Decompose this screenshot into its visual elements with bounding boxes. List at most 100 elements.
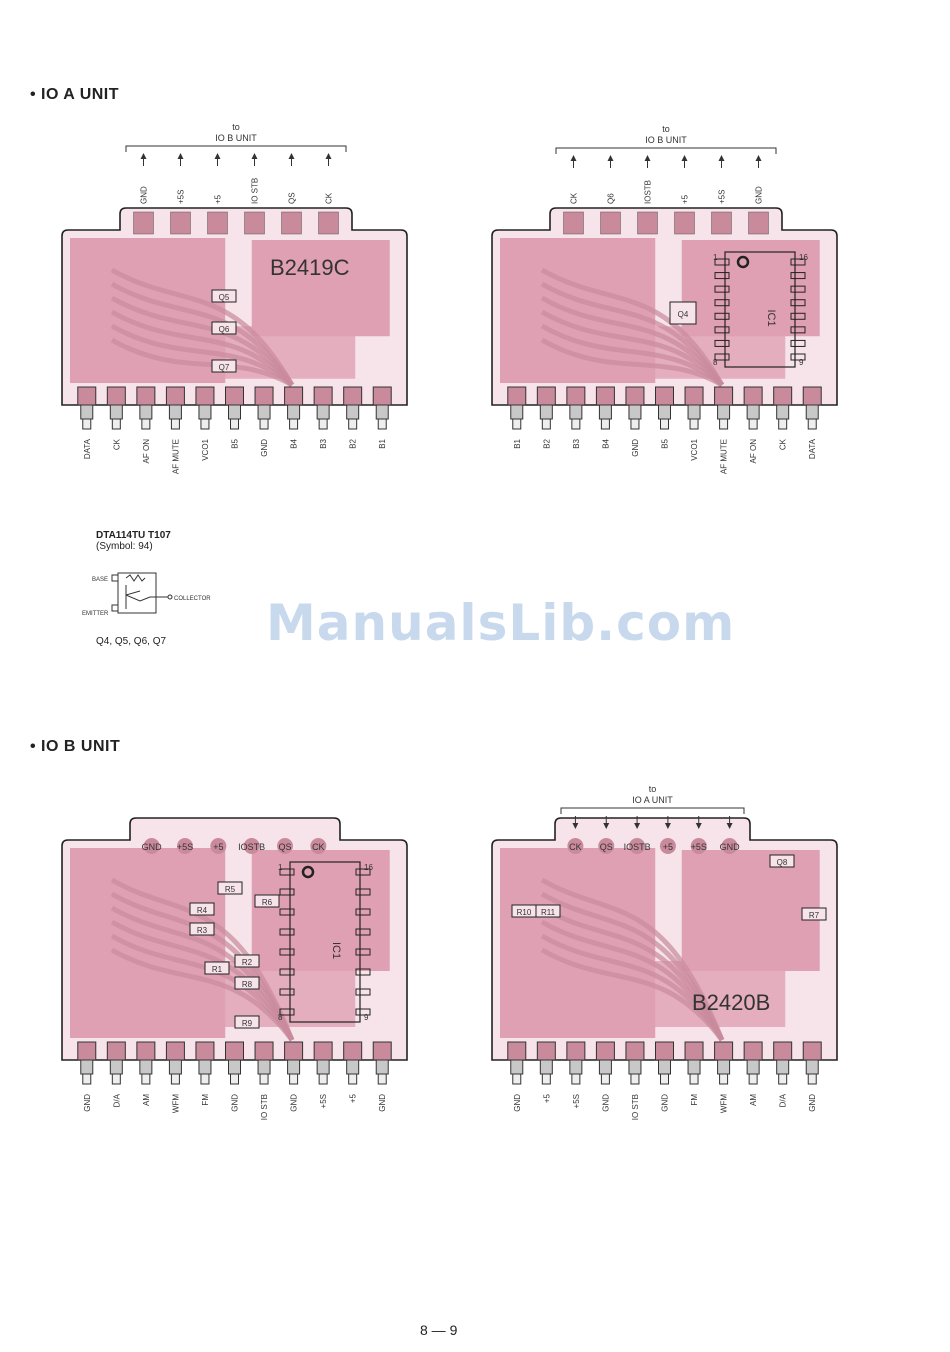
bottom-pad xyxy=(165,386,185,406)
top-pad xyxy=(170,211,191,235)
transistor-symbol: (Symbol: 94) xyxy=(96,541,153,552)
component xyxy=(189,922,215,936)
terminal-pin xyxy=(198,1059,212,1075)
bottom-pad xyxy=(773,386,793,406)
trace xyxy=(110,267,295,387)
bottom-pin-label: AF ON xyxy=(749,439,758,464)
ic-pin xyxy=(714,285,730,293)
component-label: R3 xyxy=(197,926,208,935)
top-pad xyxy=(277,838,293,854)
bottom-pad xyxy=(77,386,97,406)
top-pad xyxy=(318,211,339,235)
terminal-tip xyxy=(689,1073,699,1085)
terminal-tip xyxy=(660,1073,669,1085)
terminal-tip xyxy=(318,418,328,430)
bottom-pin-label: D/A xyxy=(112,1093,121,1107)
bottom-pin-label: GND xyxy=(661,1094,670,1112)
bottom-pad xyxy=(566,386,586,406)
ic-pin-number: 1 xyxy=(278,863,283,872)
terminal-tip xyxy=(377,418,387,430)
terminal-pin xyxy=(598,1059,612,1075)
arrow-icon xyxy=(607,155,614,161)
board-code: B2420B xyxy=(692,990,770,1015)
arrow-icon xyxy=(695,823,702,829)
bottom-pad xyxy=(595,1041,615,1061)
terminal-tip xyxy=(689,418,699,430)
ic-pin xyxy=(279,948,295,956)
bottom-pin-label: DATA xyxy=(83,438,92,459)
ic-pin xyxy=(355,928,371,936)
bottom-pin-label: B3 xyxy=(572,438,581,448)
top-pad xyxy=(674,211,695,235)
terminal-pin xyxy=(510,404,524,420)
component-label: Q6 xyxy=(219,325,230,334)
terminal-tip xyxy=(111,418,121,430)
terminal-tip xyxy=(807,1073,817,1085)
bottom-pin-label: B5 xyxy=(231,438,240,448)
ic-body xyxy=(289,861,361,1023)
bottom-pin-label: B4 xyxy=(601,438,610,448)
collector-label: COLLECTOR xyxy=(174,596,211,602)
ic-pin xyxy=(714,272,730,280)
top-pad xyxy=(748,211,769,235)
terminal-pin xyxy=(228,404,241,420)
ic-pin xyxy=(279,888,295,896)
ic-pin xyxy=(714,353,730,361)
terminal-pin xyxy=(569,404,583,420)
terminal-tip xyxy=(111,1073,121,1085)
terminal-tip xyxy=(719,418,729,430)
bottom-pad xyxy=(284,386,304,406)
terminal-pin xyxy=(139,1059,153,1075)
component-label: R8 xyxy=(242,980,253,989)
top-pin-label: Q6 xyxy=(607,193,616,204)
ic-pin xyxy=(355,1008,371,1016)
component-label: R7 xyxy=(809,911,820,920)
terminal-tip xyxy=(230,1073,239,1085)
bottom-pad xyxy=(684,1041,704,1061)
to-unit-label: IO B UNIT xyxy=(645,135,687,145)
terminal-tip xyxy=(348,418,358,430)
transistor-note: DTA114TU T107 (Symbol: 94) xyxy=(96,530,256,552)
terminal-tip xyxy=(82,418,92,430)
bottom-pad xyxy=(566,1041,586,1061)
ic-pin xyxy=(714,326,730,334)
top-pin-label: GND xyxy=(140,186,149,204)
terminal-tip xyxy=(541,418,551,430)
bottom-pad xyxy=(507,1041,527,1061)
terminal-tip xyxy=(318,1073,328,1085)
bottom-pad xyxy=(714,386,734,406)
bottom-pin-label: GND xyxy=(378,1094,387,1112)
terminal-tip xyxy=(259,418,269,430)
ic-pin xyxy=(790,299,806,307)
ic-pin xyxy=(714,299,730,307)
top-pad xyxy=(143,838,160,854)
terminal-pin xyxy=(628,404,642,420)
bottom-pad xyxy=(595,386,615,406)
bottom-pin-label: AF ON xyxy=(142,439,151,464)
terminal-tip xyxy=(600,1073,610,1085)
page-number: 8 — 9 xyxy=(420,1322,458,1338)
terminal-pin xyxy=(776,1059,790,1075)
trace xyxy=(540,295,724,387)
bottom-pin-label: VCO1 xyxy=(201,438,210,460)
ic-pin xyxy=(279,968,295,976)
emitter-label: EMITTER xyxy=(82,611,109,617)
arrow-icon xyxy=(755,155,762,161)
bottom-pad xyxy=(625,1041,645,1061)
bottom-pad xyxy=(714,1041,734,1061)
top-pad xyxy=(210,838,227,854)
ic-pin xyxy=(279,1008,295,1016)
top-pin-label: +5 xyxy=(663,842,673,852)
top-pin-label: GND xyxy=(755,186,764,204)
terminal-tip xyxy=(807,418,817,430)
bottom-pad xyxy=(195,386,215,406)
top-pad xyxy=(244,211,265,235)
ic-pin xyxy=(279,868,295,876)
trace xyxy=(540,267,725,387)
terminal-tip xyxy=(748,1073,758,1085)
terminal-pin xyxy=(198,404,212,420)
terminal-tip xyxy=(259,1073,269,1085)
trace xyxy=(540,281,725,387)
bottom-pin-label: GND xyxy=(631,439,640,457)
